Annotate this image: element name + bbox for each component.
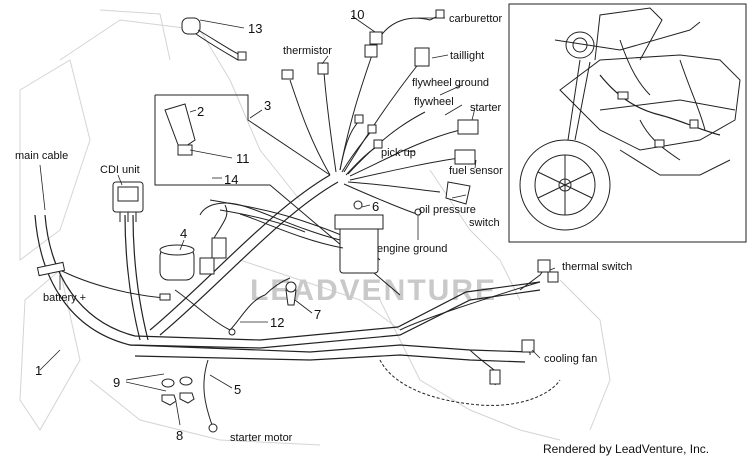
background-frame-outline bbox=[19, 9, 611, 446]
label-starter-motor: starter motor bbox=[230, 432, 293, 444]
part-number-6: 6 bbox=[372, 199, 379, 214]
label-battery-plus: battery + bbox=[43, 292, 86, 304]
part-number-8: 8 bbox=[176, 428, 183, 443]
label-pick-up: pick up bbox=[381, 147, 416, 159]
part-number-14: 14 bbox=[224, 172, 238, 187]
fan-switch-connectors bbox=[489, 259, 559, 385]
starter-relay bbox=[159, 204, 228, 281]
main-harness bbox=[34, 174, 561, 433]
ignition-coil-box bbox=[154, 94, 401, 306]
part-number-4: 4 bbox=[180, 226, 187, 241]
inset-scooter-view bbox=[508, 3, 747, 243]
part-12-ground bbox=[264, 277, 291, 296]
label-flywheel-ground: flywheel ground bbox=[412, 77, 489, 89]
label-fuel-sensor: fuel sensor bbox=[449, 165, 503, 177]
part-number-5: 5 bbox=[234, 382, 241, 397]
part-13-lead bbox=[181, 17, 247, 61]
connector-bundle bbox=[281, 9, 479, 216]
part-number-10: 10 bbox=[350, 7, 364, 22]
label-taillight: taillight bbox=[450, 50, 484, 62]
label-oil-pressure: oil pressure bbox=[419, 204, 476, 216]
label-cooling-fan: cooling fan bbox=[544, 353, 597, 365]
part-number-labels: 1 2 3 4 5 6 7 8 9 10 11 12 13 14 bbox=[35, 7, 379, 443]
label-oil-switch: switch bbox=[469, 217, 500, 229]
label-starter: starter bbox=[470, 102, 502, 114]
cdi-unit bbox=[112, 181, 144, 222]
label-cdi-unit: CDI unit bbox=[100, 164, 140, 176]
part-number-2: 2 bbox=[197, 104, 204, 119]
label-main-cable: main cable bbox=[15, 150, 68, 162]
washers-nuts bbox=[161, 376, 195, 406]
label-thermistor: thermistor bbox=[283, 45, 332, 57]
part-number-12: 12 bbox=[270, 315, 284, 330]
component-labels: main cable CDI unit battery + thermistor… bbox=[15, 13, 632, 444]
label-thermal-switch: thermal switch bbox=[562, 261, 632, 273]
leader-lines bbox=[39, 15, 556, 426]
part-number-7: 7 bbox=[314, 307, 321, 322]
label-carburettor: carburettor bbox=[449, 13, 503, 25]
render-credit: Rendered by LeadVenture, Inc. bbox=[543, 442, 709, 456]
part-number-3: 3 bbox=[264, 98, 271, 113]
label-flywheel: flywheel bbox=[414, 96, 454, 108]
part-number-9: 9 bbox=[113, 375, 120, 390]
part-number-1: 1 bbox=[35, 363, 42, 378]
label-engine-ground: engine ground bbox=[377, 243, 447, 255]
part-number-11: 11 bbox=[236, 151, 250, 166]
part-number-13: 13 bbox=[248, 21, 262, 36]
